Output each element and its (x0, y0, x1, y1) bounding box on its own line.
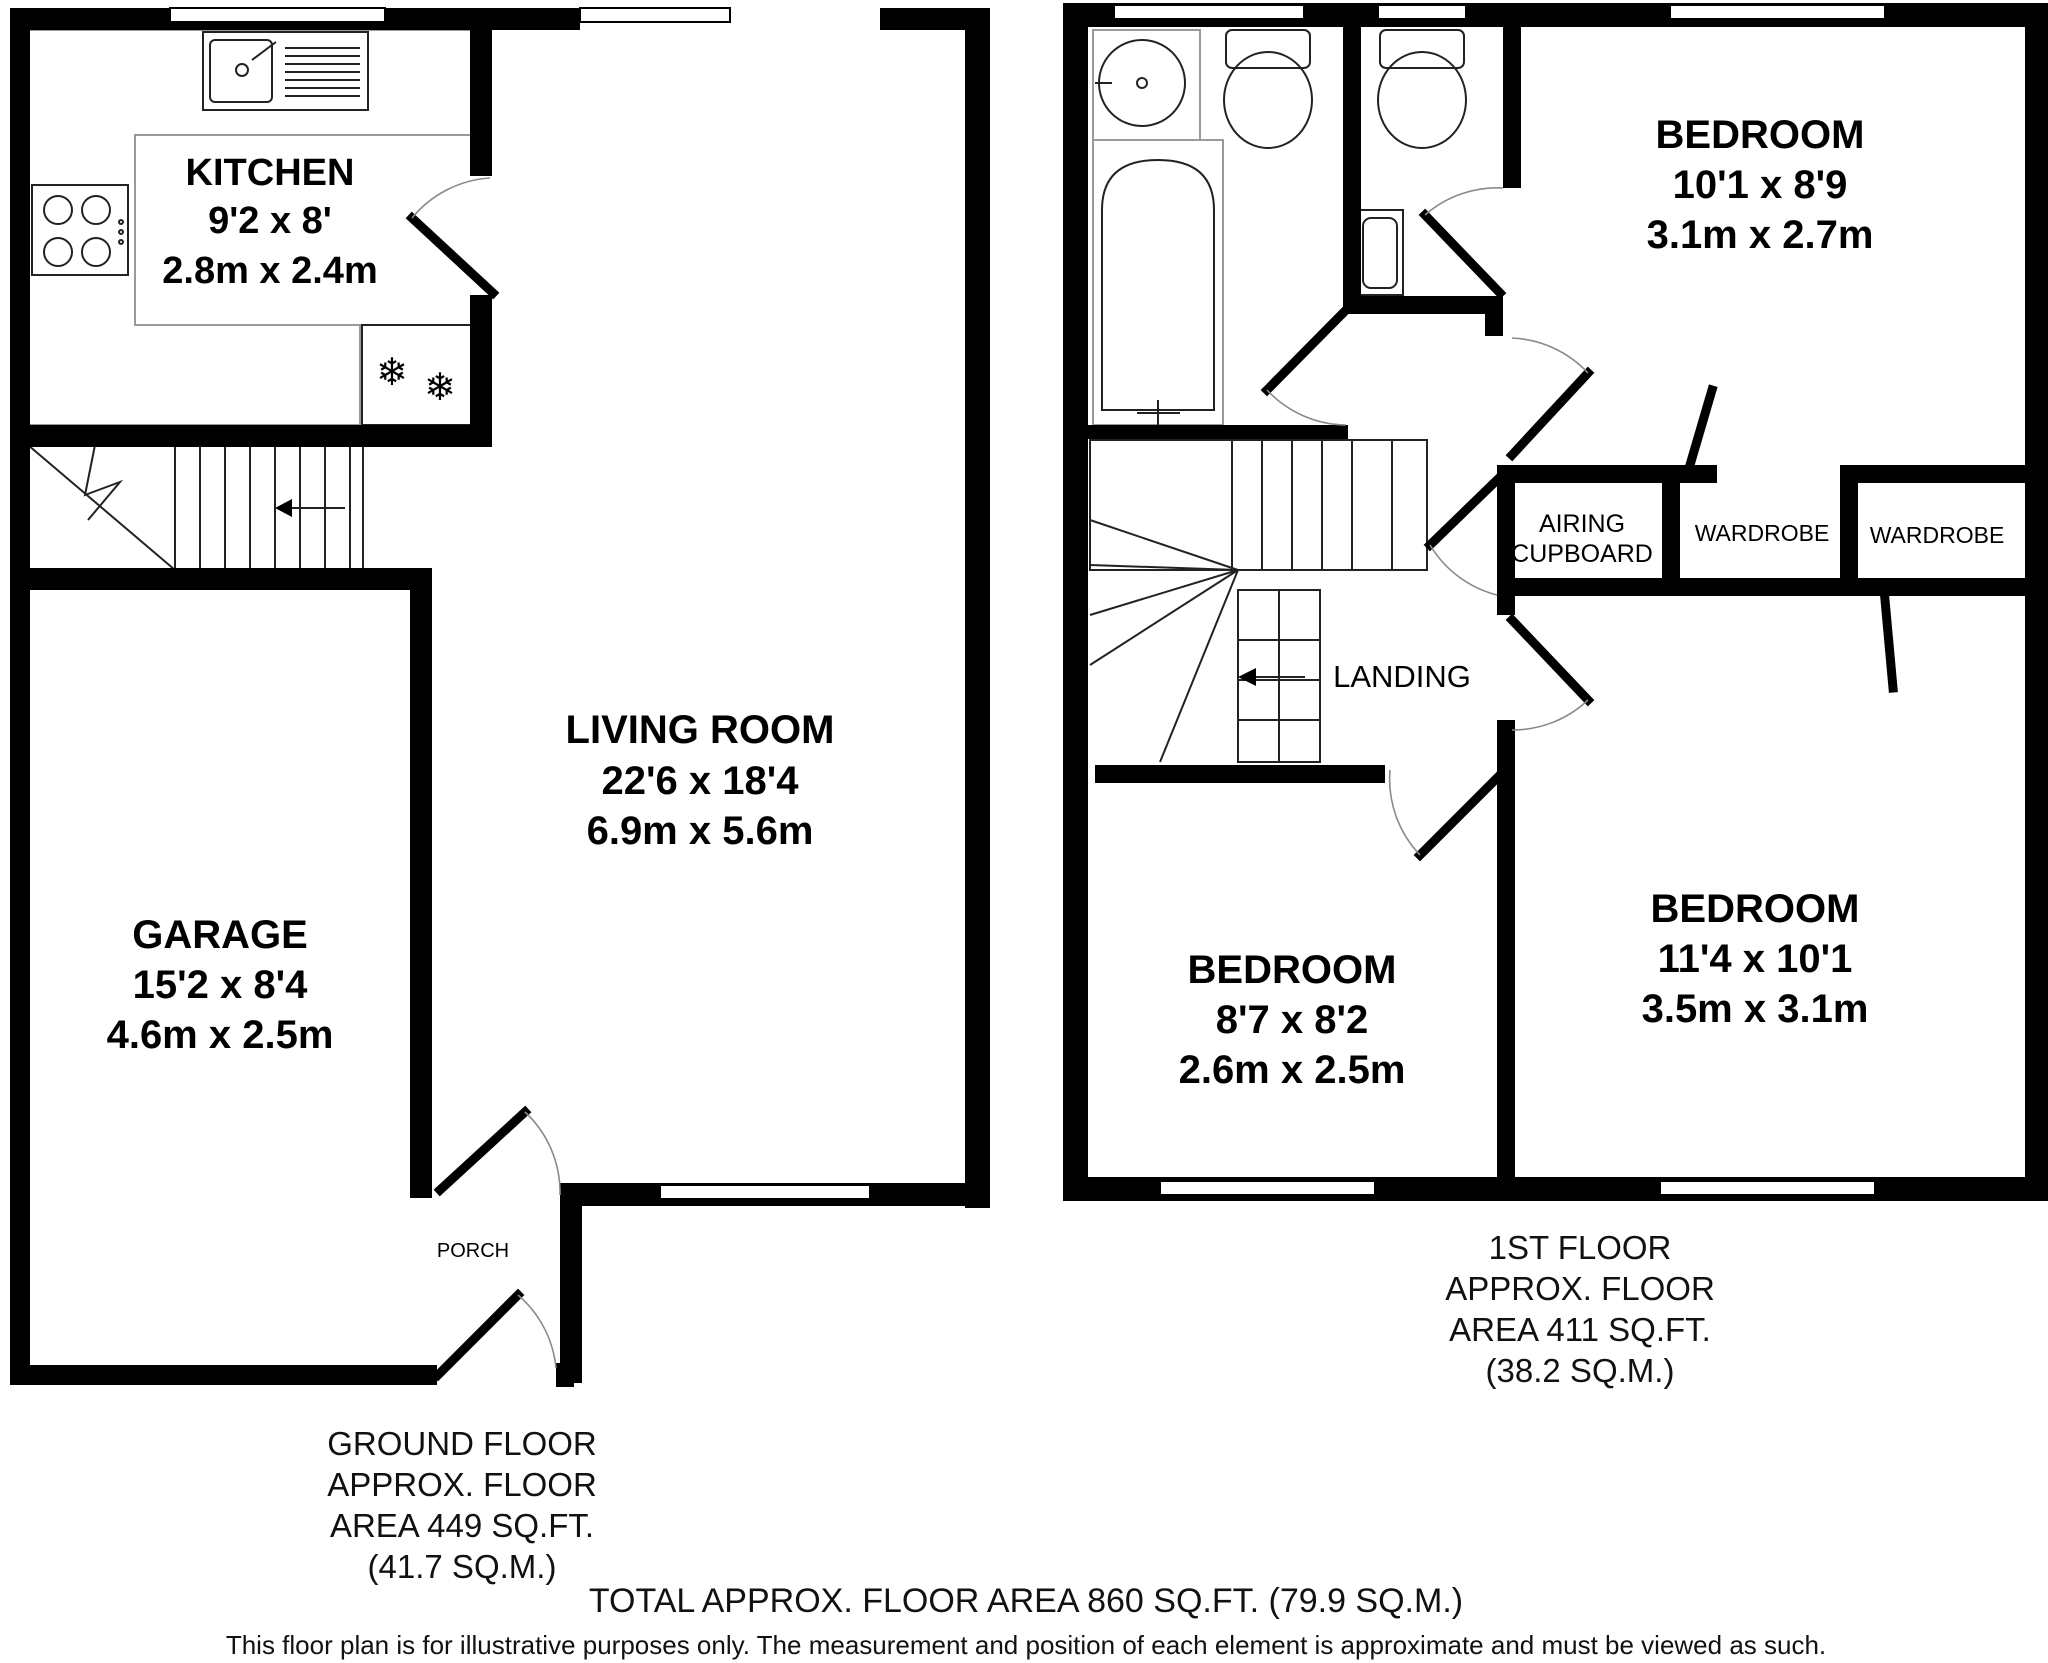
toilet-icon (1223, 29, 1313, 149)
area-line: APPROX. FLOOR (1445, 1270, 1715, 1307)
wardrobe-label: WARDROBE (1870, 522, 2005, 548)
door (1388, 769, 1504, 862)
bedroom-3-label: BEDROOM 8'7 x 8'2 2.6m x 2.5m (1179, 948, 1406, 1092)
room-name: BEDROOM (1656, 113, 1865, 157)
door (1418, 187, 1507, 300)
door (1423, 473, 1504, 596)
ground-stairs (27, 444, 364, 571)
snowflake-icon: ❄ (424, 365, 456, 409)
room-name: BEDROOM (1188, 948, 1397, 992)
room-size-imperial: 9'2 x 8' (208, 200, 332, 242)
room-name: BEDROOM (1651, 887, 1860, 931)
area-line: (38.2 SQ.M.) (1486, 1352, 1675, 1389)
room-size-imperial: 8'7 x 8'2 (1216, 998, 1368, 1042)
bath-icon (1092, 139, 1224, 426)
room-name: GARAGE (132, 913, 308, 957)
cupboard-line: CUPBOARD (1511, 540, 1653, 568)
door (405, 177, 500, 300)
ground-floor: ❄ ❄ (10, 7, 990, 1585)
window (1377, 4, 1467, 20)
window (1159, 1180, 1376, 1196)
arrow-left-icon (275, 499, 305, 517)
airing-cupboard-label: AIRING CUPBOARD (1511, 510, 1653, 568)
first-stairs (1067, 439, 1428, 763)
room-size-imperial: 22'6 x 18'4 (602, 759, 800, 803)
first-floor-area: 1ST FLOOR APPROX. FLOOR AREA 411 SQ.FT. … (1445, 1229, 1715, 1389)
door (431, 1288, 557, 1382)
area-line: APPROX. FLOOR (327, 1466, 597, 1503)
garage-label: GARAGE 15'2 x 8'4 4.6m x 2.5m (107, 913, 334, 1057)
window (1113, 4, 1305, 20)
cupboard-line: AIRING (1539, 510, 1625, 538)
door (433, 1105, 561, 1197)
landing-label: LANDING (1333, 659, 1471, 694)
porch-label: PORCH (437, 1240, 509, 1262)
hob-icon (31, 184, 129, 276)
first-walls (1063, 3, 2048, 1201)
window (1669, 4, 1886, 20)
area-line: 1ST FLOOR (1489, 1229, 1672, 1266)
door (1505, 337, 1595, 462)
window (1659, 1180, 1876, 1196)
arrow-left-icon (1238, 668, 1305, 686)
door (1260, 303, 1353, 426)
kitchen-label: KITCHEN 9'2 x 8' 2.8m x 2.4m (162, 152, 377, 292)
fridge-freezer: ❄ ❄ (361, 324, 475, 426)
snowflake-icon: ❄ (376, 350, 408, 394)
living-room-label: LIVING ROOM 22'6 x 18'4 6.9m x 5.6m (566, 708, 835, 853)
first-floor: BEDROOM 10'1 x 8'9 3.1m x 2.7m BEDROOM 1… (1063, 3, 2048, 1389)
room-name: LIVING ROOM (566, 708, 835, 752)
bedroom-2-label: BEDROOM 11'4 x 10'1 3.5m x 3.1m (1642, 887, 1869, 1031)
ground-floor-area: GROUND FLOOR APPROX. FLOOR AREA 449 SQ.F… (327, 1425, 597, 1585)
window (659, 1184, 871, 1200)
total-area: TOTAL APPROX. FLOOR AREA 860 SQ.FT. (79.… (589, 1582, 1463, 1620)
room-size-metric: 3.1m x 2.7m (1647, 213, 1874, 257)
toilet-icon (1377, 29, 1467, 149)
room-size-imperial: 15'2 x 8'4 (133, 963, 308, 1007)
sink-icon (202, 31, 369, 111)
room-size-metric: 4.6m x 2.5m (107, 1013, 334, 1057)
area-line: (41.7 SQ.M.) (368, 1548, 557, 1585)
basin-icon (1357, 209, 1404, 296)
ground-walls (10, 8, 990, 1387)
basin-icon (1092, 29, 1201, 141)
door (1684, 384, 1898, 693)
area-line: AREA 411 SQ.FT. (1449, 1311, 1711, 1348)
bedroom-1-label: BEDROOM 10'1 x 8'9 3.1m x 2.7m (1647, 113, 1874, 257)
area-line: GROUND FLOOR (327, 1425, 597, 1462)
room-size-imperial: 10'1 x 8'9 (1673, 163, 1848, 207)
wardrobe-label: WARDROBE (1695, 520, 1830, 546)
disclaimer: This floor plan is for illustrative purp… (226, 1630, 1826, 1660)
room-size-metric: 2.6m x 2.5m (1179, 1048, 1406, 1092)
door (1505, 613, 1595, 731)
room-size-metric: 6.9m x 5.6m (587, 809, 814, 853)
area-line: AREA 449 SQ.FT. (330, 1507, 594, 1544)
window (579, 7, 731, 23)
room-name: KITCHEN (186, 152, 355, 194)
window (169, 7, 386, 23)
room-size-metric: 2.8m x 2.4m (162, 250, 377, 292)
room-size-imperial: 11'4 x 10'1 (1658, 937, 1853, 981)
room-size-metric: 3.5m x 3.1m (1642, 987, 1869, 1031)
